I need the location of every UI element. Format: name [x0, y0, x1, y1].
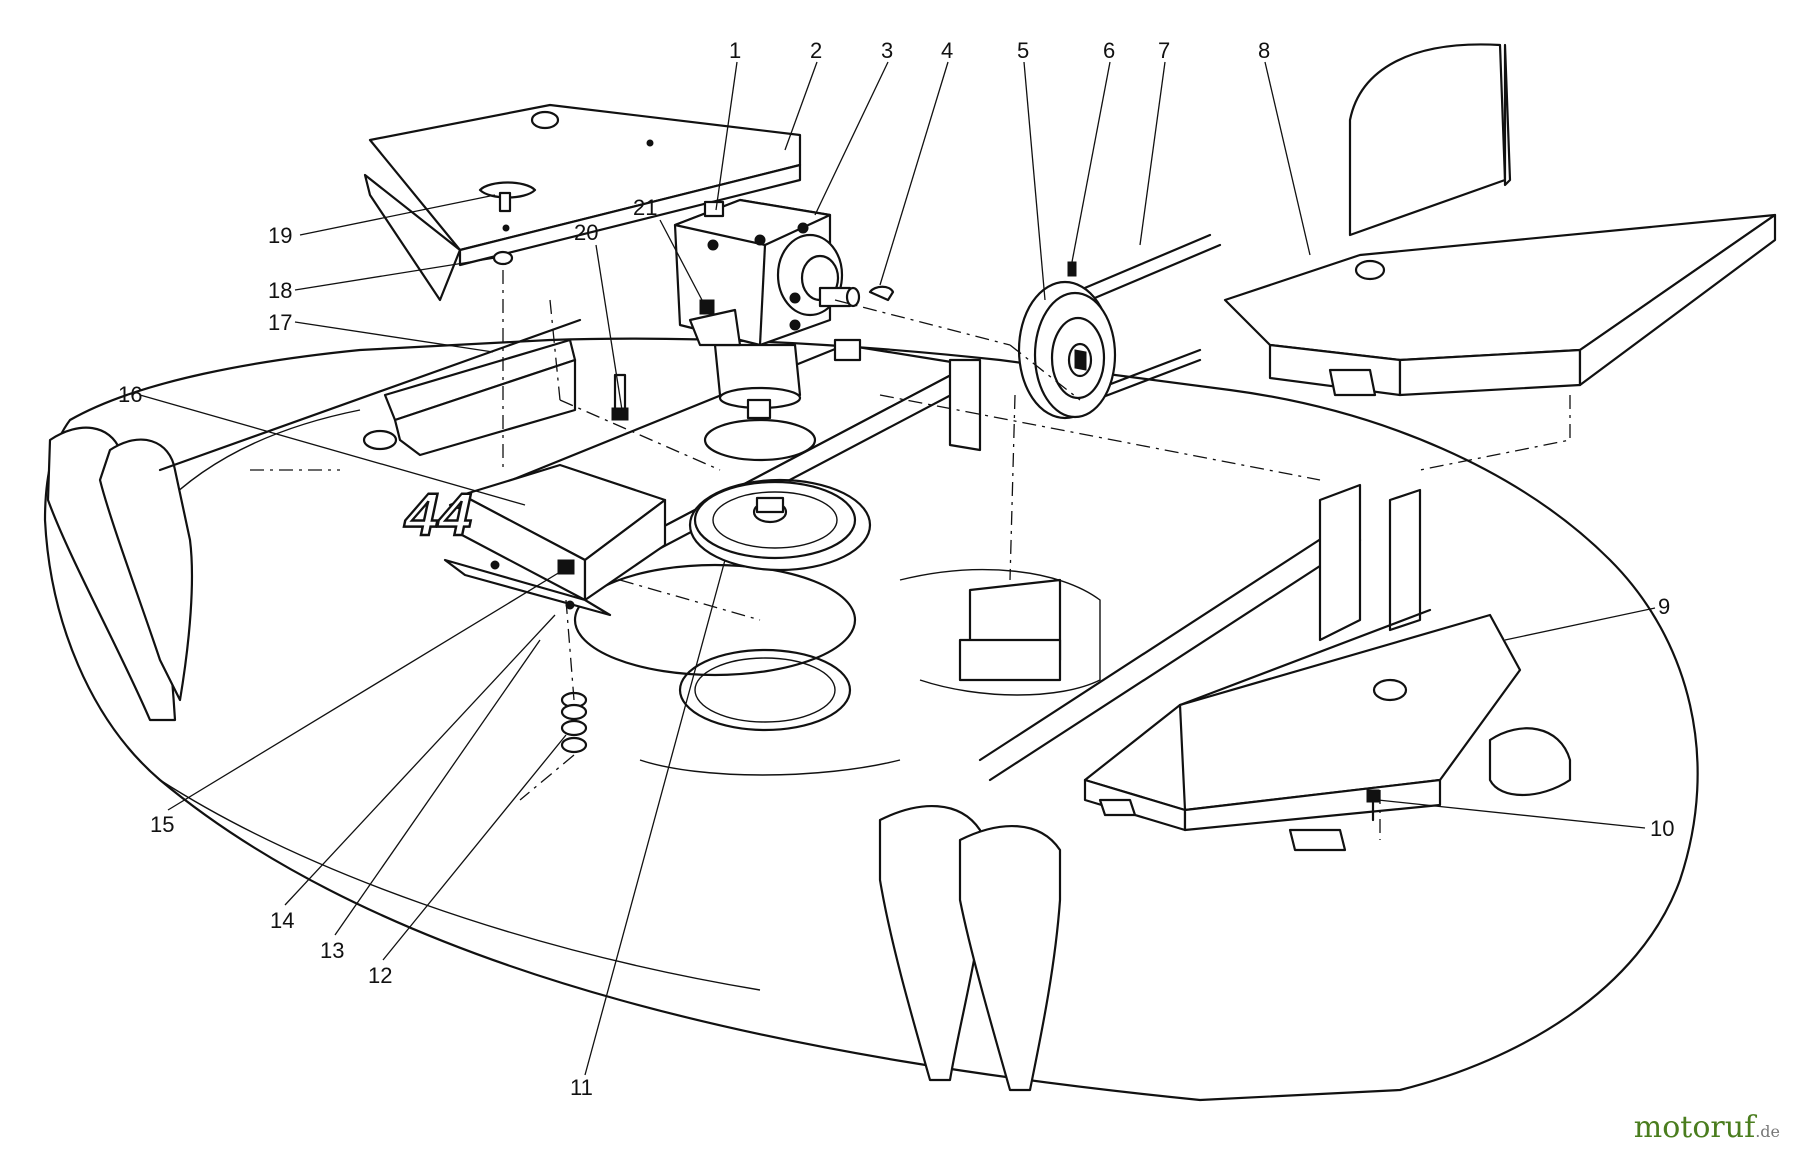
assembly-lines	[250, 270, 1381, 840]
callout-15: 15	[150, 812, 174, 837]
callout-16: 16	[118, 382, 142, 407]
callout-7: 7	[1158, 38, 1170, 63]
callout-14: 14	[270, 908, 294, 933]
callout-11: 11	[570, 1075, 593, 1100]
callout-1: 1	[729, 38, 741, 63]
callout-18: 18	[268, 278, 292, 303]
callout-17: 17	[268, 310, 292, 335]
watermark-brand: motoruf	[1633, 1110, 1756, 1145]
rail-bracket	[158, 318, 582, 472]
callout-3: 3	[881, 38, 893, 63]
callout-10: 10	[1650, 816, 1674, 841]
watermark-suffix: .de	[1755, 1122, 1780, 1141]
right-belt-shield	[1083, 608, 1522, 852]
callout-12: 12	[368, 963, 392, 988]
callout-numbers: 1 2 3 4 5 6 7 8 9 10 11 12 13 14 15 16 1…	[118, 38, 1674, 1100]
callout-13: 13	[320, 938, 344, 963]
callout-9: 9	[1658, 594, 1670, 619]
mower-deck-housing	[43, 337, 1699, 1102]
callout-8: 8	[1258, 38, 1270, 63]
callout-4: 4	[941, 38, 953, 63]
callout-20: 20	[574, 220, 598, 245]
woodruff-key	[868, 285, 895, 302]
idler-pulley-and-belt	[1017, 233, 1222, 420]
leader-lines	[139, 61, 1656, 1076]
carriage-bolt	[611, 373, 629, 421]
watermark-logo: motoruf.de	[1634, 1110, 1780, 1145]
hex-nut	[557, 559, 575, 575]
top-belt-shield	[363, 103, 802, 302]
rear-cover	[1223, 43, 1777, 471]
washer	[492, 250, 514, 266]
deck-support-block: 44	[397, 463, 667, 617]
callout-6: 6	[1103, 38, 1115, 63]
wing-nut	[478, 181, 537, 232]
callout-21: 21	[633, 195, 657, 220]
callout-5: 5	[1017, 38, 1029, 63]
spindle-pulley	[688, 478, 872, 572]
bolt-washer-stack	[560, 691, 588, 754]
decal-44: 44	[399, 481, 480, 548]
gearbox	[673, 198, 861, 462]
callout-19: 19	[268, 223, 292, 248]
callout-2: 2	[810, 38, 822, 63]
